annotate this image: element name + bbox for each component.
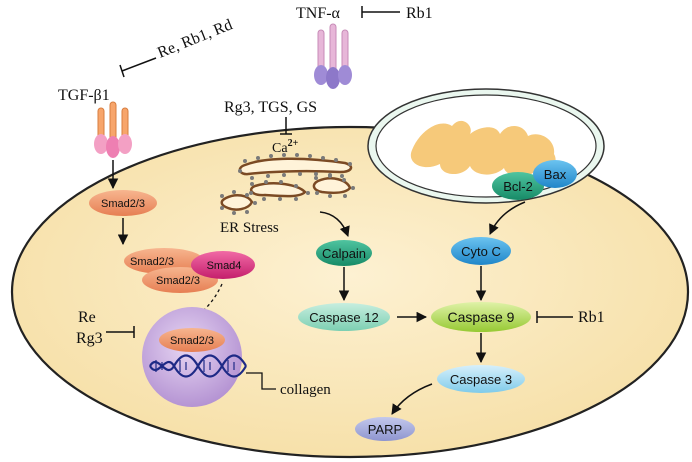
parp-node (355, 417, 415, 441)
tnf-receptor-icon (314, 23, 352, 89)
calpain-node (316, 240, 372, 266)
collagen-label: collagen (280, 382, 331, 398)
casp9-inhibitor-label: Rb1 (578, 309, 605, 326)
smad23-nucleus-label: Smad2/3 (170, 335, 214, 347)
caspase9-label: Caspase 9 (448, 309, 515, 325)
ca-label: Ca2+ (272, 138, 299, 156)
ca-superscript: 2+ (288, 138, 299, 149)
tgf-inhibitor-label: Re, Rb1, Rd (155, 16, 235, 61)
ribosome-dots-icon (220, 153, 355, 215)
bax-label: Bax (544, 167, 567, 182)
caspase12-node (298, 303, 390, 331)
tgf-label: TGF-β1 (58, 87, 110, 104)
tnf-label: TNF-α (296, 5, 341, 22)
collagen-connector (246, 372, 276, 390)
mitochondrion-icon (367, 88, 605, 204)
smad23-nucleus-node (159, 328, 225, 352)
caspase3-node (437, 365, 525, 393)
arrow-casp3-parp (391, 383, 433, 415)
er-membrane-icon (220, 157, 353, 211)
smad23-bottom-label: Smad2/3 (156, 275, 200, 287)
caspase9-node (431, 302, 531, 332)
tgf-receptor-icon (94, 101, 132, 158)
bcl2-node (492, 172, 544, 200)
nucleus-inhibitor-2-label: Rg3 (76, 330, 103, 347)
ca-inhibition-symbol (280, 117, 292, 135)
cytoc-label: Cyto C (461, 244, 501, 259)
caspase12-label: Caspase 12 (309, 310, 378, 325)
tgf-inhibition-symbol (119, 57, 157, 78)
tnf-inhibition-symbol (361, 6, 400, 18)
nucleus-inhibitor-1-label: Re (78, 309, 96, 326)
tnf-inhibitor-label: Rb1 (406, 5, 433, 22)
dna-icon (149, 354, 247, 378)
arrow-mito-cytoc (489, 201, 526, 235)
er-stress-label: ER Stress (220, 220, 279, 236)
bax-node (533, 160, 577, 188)
casp9-inhibition-symbol (536, 311, 573, 323)
caspase3-label: Caspase 3 (450, 372, 512, 387)
arrow-er-calpain (319, 211, 350, 237)
bcl2-label: Bcl-2 (503, 179, 533, 194)
smad23-top-node (89, 190, 157, 216)
ca-inhibitor-label: Rg3, TGS, GS (224, 99, 317, 116)
smad23-left-label: Smad2/3 (130, 256, 174, 268)
calpain-label: Calpain (322, 246, 366, 261)
smad4-label: Smad4 (207, 260, 242, 272)
smad4-node (191, 251, 255, 279)
smad23-top-label: Smad2/3 (101, 198, 145, 210)
cytoc-node (451, 237, 511, 265)
parp-label: PARP (368, 422, 402, 437)
nucleus-inhibition-symbol (106, 326, 135, 338)
